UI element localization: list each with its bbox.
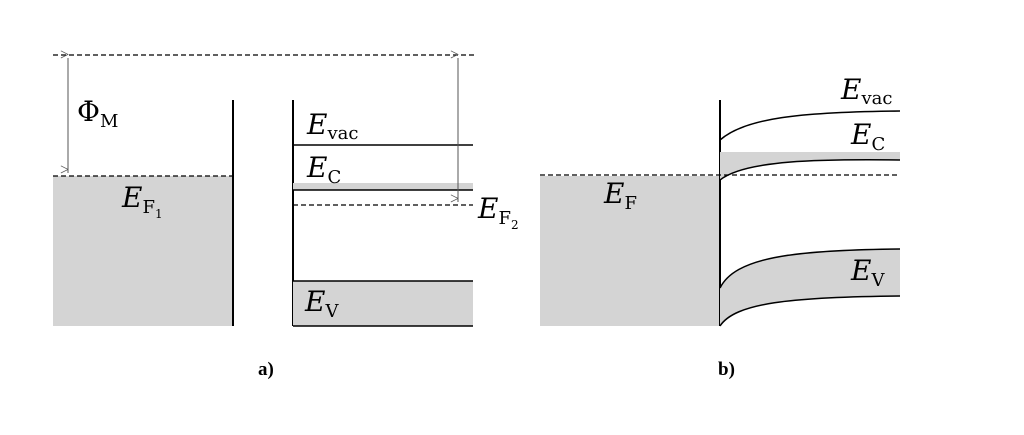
e-f1-label: EF1	[121, 181, 163, 221]
conduction-band-fill-a	[293, 183, 473, 190]
valence-band-fill-b	[720, 249, 900, 326]
metal-filled-states-b	[540, 176, 720, 326]
e-v-label-a: EV	[304, 285, 339, 322]
panel-a-label: a)	[258, 359, 274, 380]
e-f-label-b: EF	[603, 177, 637, 214]
panel-b: EF Evac EC EV b)	[540, 73, 901, 380]
conduction-band-curve-b	[719, 158, 901, 181]
valence-band-top-curve-b	[719, 248, 901, 289]
panel-b-label: b)	[718, 359, 735, 380]
panel-a: ΦM EF1 Evac EC EF2 EV a)	[53, 55, 519, 380]
e-f2-label: EF2	[477, 192, 519, 232]
e-c-label-a: EC	[306, 151, 341, 188]
vacuum-level-curve-b	[719, 110, 901, 141]
e-vac-label-b: Evac	[840, 73, 892, 109]
phi-m-label: ΦM	[77, 95, 118, 132]
conduction-band-fill-b	[720, 152, 900, 180]
valence-band-bottom-curve-b	[719, 295, 901, 327]
e-v-label-b: EV	[850, 254, 885, 291]
metal-filled-states	[53, 176, 233, 326]
e-vac-label-a: Evac	[306, 108, 358, 144]
e-c-label-b: EC	[850, 118, 885, 155]
valence-band-fill-a	[293, 281, 473, 326]
